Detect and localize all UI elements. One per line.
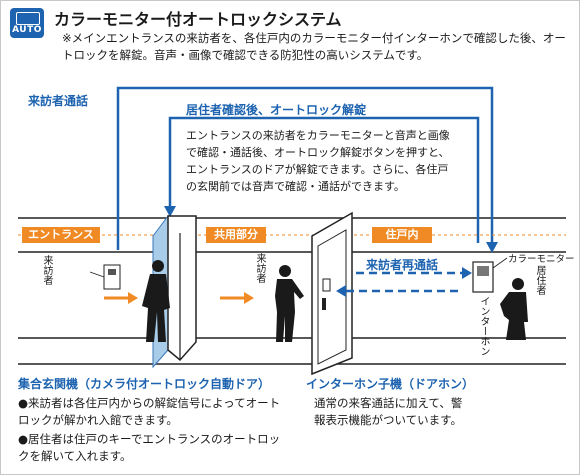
recall-arrow-bottom-head	[336, 285, 346, 297]
left-caption-bullet-1: ●来訪者は各住戸内からの解錠信号によってオートロックが解かれ入館できます。	[18, 396, 281, 427]
visitor-left-label: 来訪者	[41, 255, 52, 285]
zone-unit: 住戸内	[372, 227, 432, 243]
unit-door-frame	[311, 211, 353, 376]
auto-badge: AUTO	[10, 8, 44, 38]
move-arrow-2-head	[244, 292, 254, 304]
entrance-panel	[103, 264, 121, 290]
zone-common: 共用部分	[206, 227, 266, 243]
auto-door-frame	[167, 215, 197, 362]
unit-door-inner	[317, 229, 347, 365]
left-caption-bullet-2: ●居住者は住戸のキーでエントランスのオートロックを解いて入れます。	[18, 432, 281, 463]
door-intercom	[322, 278, 331, 292]
interphone-vertical-label: インターホン	[478, 296, 489, 356]
indoor-monitor-screen	[477, 266, 489, 276]
zone-entrance: エントランス	[22, 227, 100, 243]
visitor-call-label: 来訪者通話	[28, 94, 89, 108]
door-handle	[322, 298, 326, 310]
unlock-arrowhead	[164, 206, 176, 217]
recall-arrow-top-head	[462, 267, 472, 279]
page-subtitle: ※メインエントランスの来訪者を、各住戸内のカラーモニター付インターホンで確認した…	[62, 31, 566, 62]
resident-unlock-label: 居住者確認後、オートロック解錠	[186, 103, 367, 117]
badge-label: AUTO	[12, 25, 42, 35]
flow-description: エントランスの来訪者をカラーモニターと音声と画像で確認・通話後、オートロック解錠…	[186, 129, 450, 193]
color-monitor-label: カラーモニター	[508, 254, 575, 265]
monitor-icon	[16, 12, 40, 25]
visitor-mid-label: 来訪者	[254, 253, 265, 283]
resident-label: 居住者	[534, 265, 545, 295]
unlock-line	[168, 116, 480, 243]
monitor-label-line	[492, 257, 508, 269]
visitor-recall-label: 来訪者再通話	[366, 258, 439, 272]
visitor-silhouette-mid	[275, 265, 304, 342]
move-arrow-1-head	[128, 292, 138, 304]
visitor-call-arrowhead	[486, 242, 498, 253]
entrance-panel-lead	[89, 271, 105, 278]
entrance-panel-camera	[108, 269, 116, 275]
right-caption-title: インターホン子機（ドアホン）	[306, 377, 475, 391]
visitor-silhouette-left	[142, 260, 170, 342]
visitor-call-line	[116, 86, 494, 250]
left-caption-title: 集合玄関機（カメラ付オートロック自動ドア）	[18, 377, 271, 391]
right-caption-text: 通常の来客通話に加えて、警報表示機能がついています。	[314, 396, 463, 427]
resident-silhouette	[500, 278, 528, 340]
page-title: カラーモニター付オートロックシステム	[54, 10, 342, 29]
